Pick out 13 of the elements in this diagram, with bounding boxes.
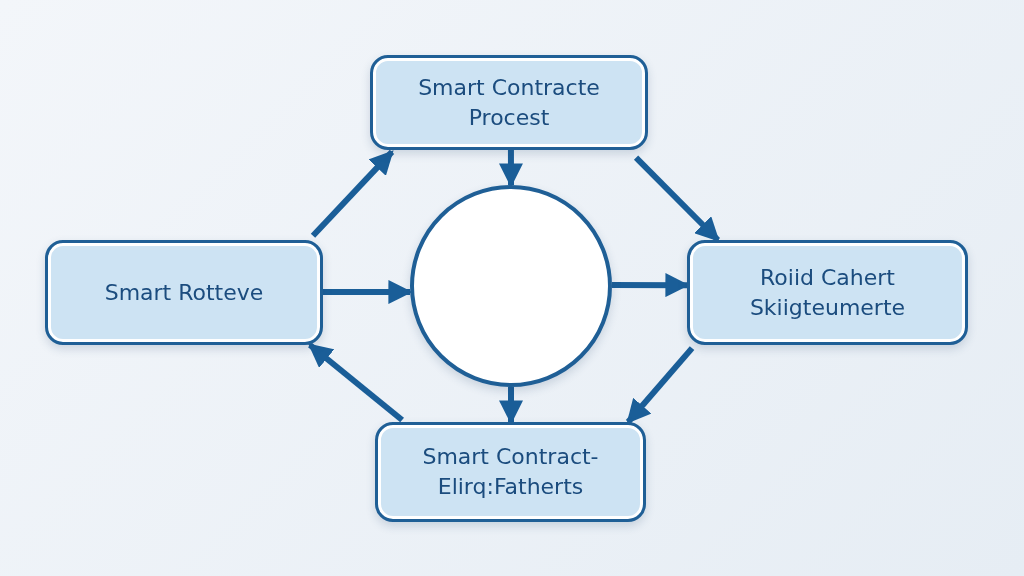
process-box [45,240,323,345]
arrow [310,149,395,238]
arrow [498,150,523,188]
process-box [370,55,648,150]
arrow [308,342,404,423]
arrow [323,280,413,305]
box-label: Smart Contracte Procest [417,73,601,132]
box-label: Smart Rotteve [103,278,265,307]
process-box [375,422,646,522]
process-box [687,240,968,345]
box-label: Smart Contract- Elirq:Fatherts [421,443,600,501]
box-label: Roiid Cahert Skiigteumerte [748,263,907,322]
arrow [625,346,695,424]
